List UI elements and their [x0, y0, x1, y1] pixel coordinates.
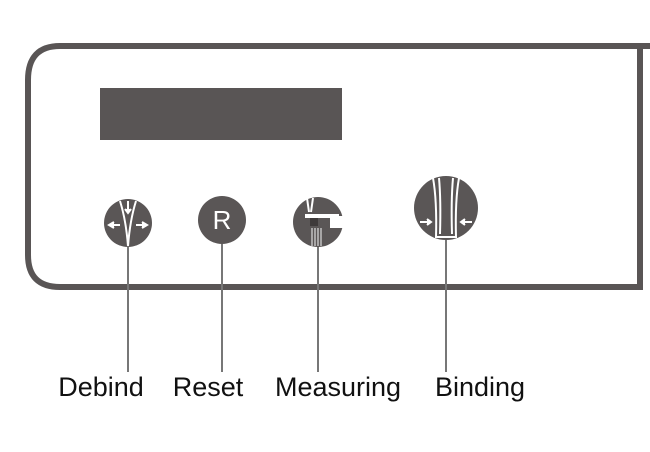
measuring-button[interactable]	[293, 197, 344, 247]
reset-label: Reset	[172, 372, 244, 402]
caliper-icon	[305, 197, 344, 246]
binding-label: Binding	[434, 372, 526, 402]
debind-label: Debind	[58, 372, 144, 402]
reset-r-icon: R	[213, 205, 232, 235]
measuring-label: Measuring	[274, 372, 402, 402]
binding-button[interactable]	[414, 176, 478, 240]
debind-arrows-icon	[107, 200, 149, 247]
reset-button[interactable]: R	[198, 196, 246, 244]
debind-button[interactable]	[104, 199, 152, 247]
binding-arrows-icon	[420, 177, 472, 238]
display-screen	[100, 88, 342, 140]
panel-outline	[25, 43, 650, 290]
